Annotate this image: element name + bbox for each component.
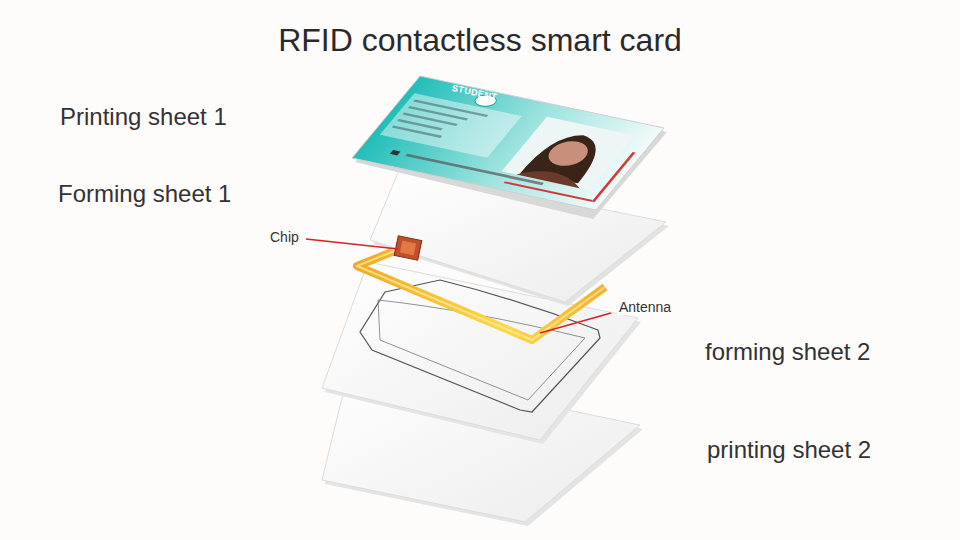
printing-sheet-1 xyxy=(352,76,664,210)
leader-line xyxy=(306,239,398,249)
leader-line xyxy=(540,313,611,333)
chip xyxy=(400,241,416,256)
callout-label: Chip xyxy=(270,229,299,245)
forming-sheet-2 xyxy=(322,262,638,440)
title: RFID contactless smart card xyxy=(0,22,960,59)
chip xyxy=(394,236,422,261)
part-name: printing sheet 2 xyxy=(707,436,871,464)
callout-label: Antenna xyxy=(617,299,673,315)
part-name: Printing sheet 1 xyxy=(60,103,227,131)
part-name: Forming sheet 1 xyxy=(58,180,231,208)
part-name: forming sheet 2 xyxy=(705,338,870,366)
